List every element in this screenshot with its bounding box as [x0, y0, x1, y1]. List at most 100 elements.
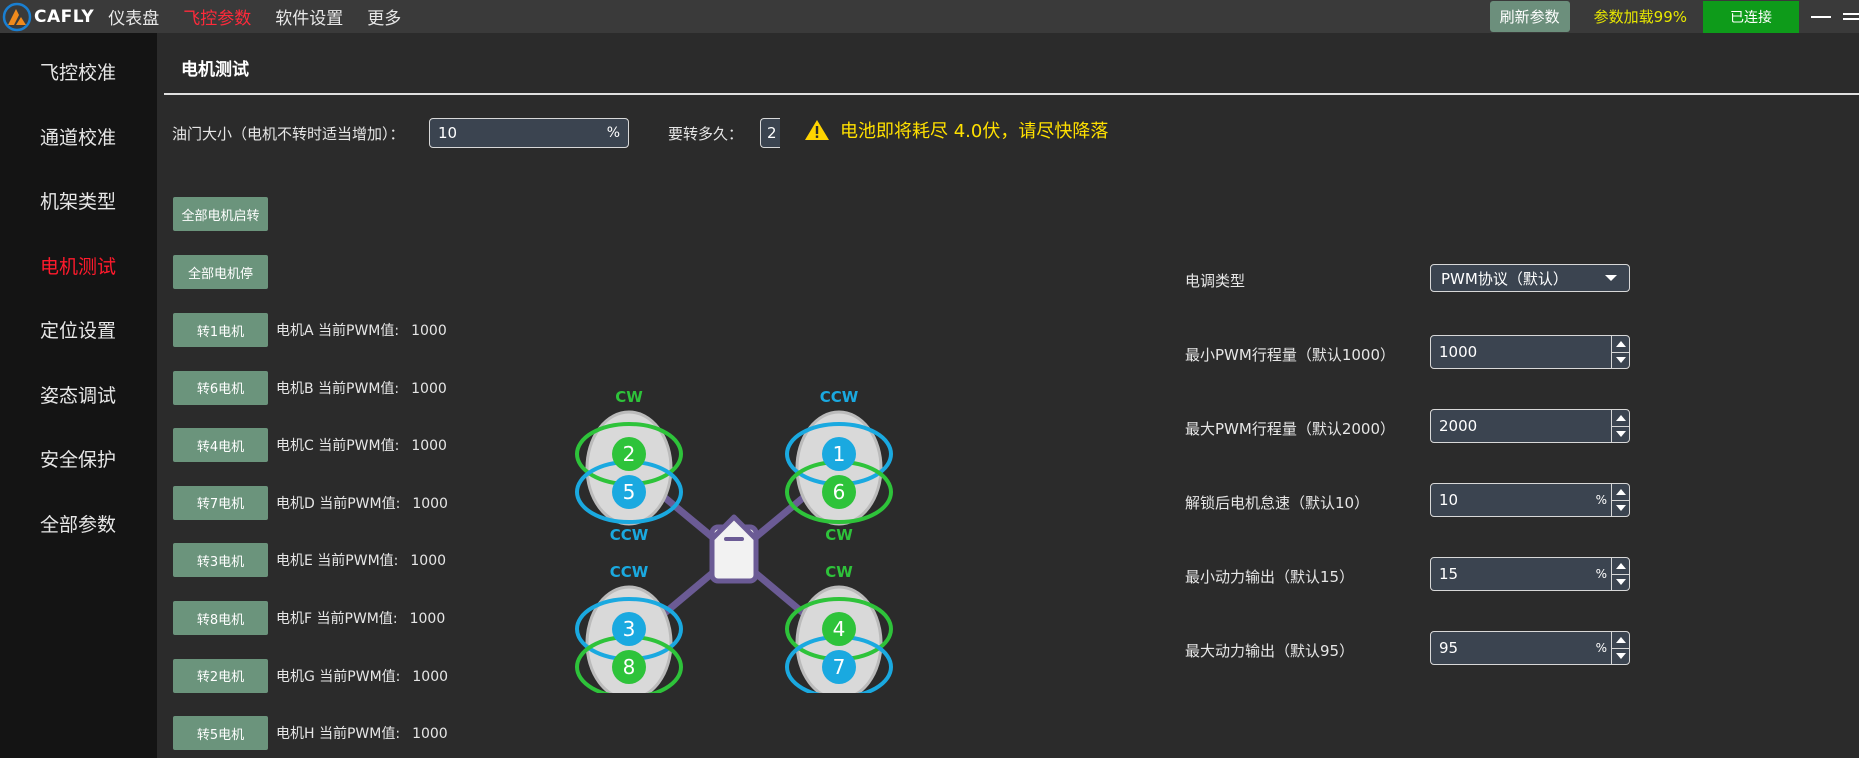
sidebar-item-attitude[interactable]: 姿态调试: [40, 385, 117, 407]
nav-software-settings[interactable]: 软件设置: [275, 9, 344, 29]
min-output-stepper[interactable]: [1611, 558, 1629, 590]
connection-status-button[interactable]: 已连接: [1703, 0, 1799, 33]
arrow-down-icon[interactable]: [1612, 351, 1629, 369]
max-output-unit: %: [1595, 641, 1607, 655]
motor-number: 1: [833, 442, 846, 466]
motor-row: 转1电机电机A 当前PWM值:1000: [173, 312, 447, 348]
arrow-up-icon[interactable]: [1612, 558, 1629, 574]
idle-speed-stepper[interactable]: [1611, 484, 1629, 516]
arrow-down-icon[interactable]: [1612, 647, 1629, 665]
idle-speed-value: 10: [1439, 491, 1459, 509]
spin-motor-button[interactable]: 转7电机: [173, 485, 268, 520]
motor-pwm-info: 电机H 当前PWM值:1000: [276, 723, 448, 743]
spin-motor-button[interactable]: 转2电机: [173, 658, 268, 693]
rotation-label-bottom: CCW: [610, 526, 649, 544]
motor-pwm-value: 1000: [409, 611, 446, 627]
motor-badge: [822, 437, 856, 471]
arrow-up-icon[interactable]: [1612, 484, 1629, 500]
max-pwm-stepper[interactable]: [1611, 410, 1629, 442]
sidebar-item-channel-calibration[interactable]: 通道校准: [40, 127, 117, 149]
motor-pwm-info: 电机G 当前PWM值:1000: [276, 666, 448, 686]
motor-pwm-value: 1000: [410, 553, 447, 570]
spin-motor-button[interactable]: 转4电机: [173, 428, 268, 463]
motor-badge: [612, 437, 646, 471]
min-pwm-stepper[interactable]: [1611, 336, 1629, 368]
motor-badge: [822, 475, 856, 509]
motor-pwm-value: 1000: [412, 668, 449, 685]
sidebar-item-positioning[interactable]: 定位设置: [40, 320, 117, 342]
sidebar: 飞控校准 通道校准 机架类型 电机测试 定位设置 姿态调试 安全保护 全部参数: [0, 33, 157, 758]
idle-speed-unit: %: [1595, 493, 1607, 507]
page-title: 电机测试: [181, 60, 249, 80]
motor-pwm-label: 电机C 当前PWM值:: [276, 438, 400, 455]
spin-motor-button[interactable]: 转5电机: [173, 716, 268, 751]
throttle-value: 10: [438, 124, 458, 142]
sidebar-item-calibration[interactable]: 飞控校准: [40, 62, 117, 84]
sidebar-item-frame-type[interactable]: 机架类型: [40, 191, 117, 213]
refresh-params-button[interactable]: 刷新参数: [1489, 1, 1570, 32]
nav-flight-params[interactable]: 飞控参数: [183, 9, 252, 29]
rotation-label-top: CCW: [610, 563, 649, 581]
nav-dashboard[interactable]: 仪表盘: [108, 9, 160, 29]
arrow-down-icon[interactable]: [1612, 499, 1629, 517]
motor-pwm-label: 电机E 当前PWM值:: [276, 553, 399, 570]
motor-pwm-info: 电机F 当前PWM值: 1000: [276, 608, 445, 628]
motor-pwm-label: 电机D 当前PWM值:: [276, 495, 401, 512]
maximize-icon[interactable]: [1843, 13, 1859, 20]
throttle-unit: %: [606, 125, 620, 141]
fc-indicator: [724, 537, 744, 541]
esc-type-value: PWM协议（默认）: [1441, 269, 1568, 288]
spin-motor-button[interactable]: 转8电机: [173, 601, 268, 635]
main-panel: 电机测试 油门大小（电机不转时适当增加）： 10 % 要转多久： 2 电池即将耗…: [164, 33, 1859, 758]
spin-motor-button[interactable]: 转3电机: [173, 543, 268, 578]
motor-row: 转7电机电机D 当前PWM值:1000: [173, 485, 448, 521]
motor-badge: [612, 475, 646, 509]
arrow-up-icon[interactable]: [1612, 336, 1629, 352]
idle-speed-input[interactable]: 10 %: [1430, 483, 1630, 517]
motor-row: 转8电机电机F 当前PWM值: 1000: [173, 600, 445, 636]
sidebar-item-all-params[interactable]: 全部参数: [40, 514, 117, 536]
motor-number: 7: [833, 655, 846, 679]
motor-pwm-label: 电机F 当前PWM值:: [276, 611, 398, 627]
esc-type-select[interactable]: PWM协议（默认）: [1430, 264, 1630, 292]
min-pwm-input[interactable]: 1000: [1430, 335, 1630, 369]
rotation-label-top: CCW: [820, 388, 859, 406]
min-output-input[interactable]: 15 %: [1430, 557, 1630, 591]
motor-pwm-value: 1000: [411, 380, 447, 397]
motor-row: 转5电机电机H 当前PWM值:1000: [173, 715, 448, 751]
motor-pwm-label: 电机H 当前PWM值:: [276, 726, 401, 743]
max-pwm-value: 2000: [1439, 417, 1478, 435]
motor-number: 5: [623, 480, 636, 504]
duration-input[interactable]: 2: [760, 118, 780, 148]
arrow-down-icon[interactable]: [1612, 573, 1629, 591]
motor-pwm-value: 1000: [411, 323, 447, 339]
spin-motor-button[interactable]: 转6电机: [173, 370, 268, 405]
motor-badge: [612, 650, 646, 684]
min-output-label: 最小动力输出（默认15）: [1185, 568, 1355, 586]
arrow-down-icon[interactable]: [1612, 425, 1629, 443]
arrow-up-icon[interactable]: [1612, 410, 1629, 426]
motor-number: 4: [833, 617, 846, 641]
motor-pwm-info: 电机C 当前PWM值:1000: [276, 435, 447, 455]
nav-more[interactable]: 更多: [367, 9, 402, 29]
logo-icon: [2, 2, 32, 31]
title-divider: [164, 93, 1859, 95]
all-motors-stop-button[interactable]: 全部电机停: [173, 255, 268, 289]
max-pwm-label: 最大PWM行程量（默认2000）: [1185, 420, 1395, 438]
spin-motor-button[interactable]: 转1电机: [173, 313, 268, 347]
motor-number: 8: [623, 655, 636, 679]
min-output-value: 15: [1439, 565, 1459, 583]
max-pwm-input[interactable]: 2000: [1430, 409, 1630, 443]
throttle-input[interactable]: 10 %: [429, 118, 629, 148]
sidebar-item-safety[interactable]: 安全保护: [40, 449, 117, 471]
minimize-icon[interactable]: [1811, 15, 1831, 18]
all-motors-start-button[interactable]: 全部电机启转: [173, 197, 268, 231]
motor-row: 转6电机电机B 当前PWM值:1000: [173, 370, 447, 406]
motor-badge: [612, 612, 646, 646]
sidebar-item-motor-test[interactable]: 电机测试: [40, 256, 117, 278]
max-output-input[interactable]: 95 %: [1430, 631, 1630, 665]
arrow-up-icon[interactable]: [1612, 632, 1629, 648]
motor-pwm-info: 电机D 当前PWM值:1000: [276, 493, 448, 513]
duration-value: 2: [767, 124, 777, 142]
max-output-stepper[interactable]: [1611, 632, 1629, 664]
